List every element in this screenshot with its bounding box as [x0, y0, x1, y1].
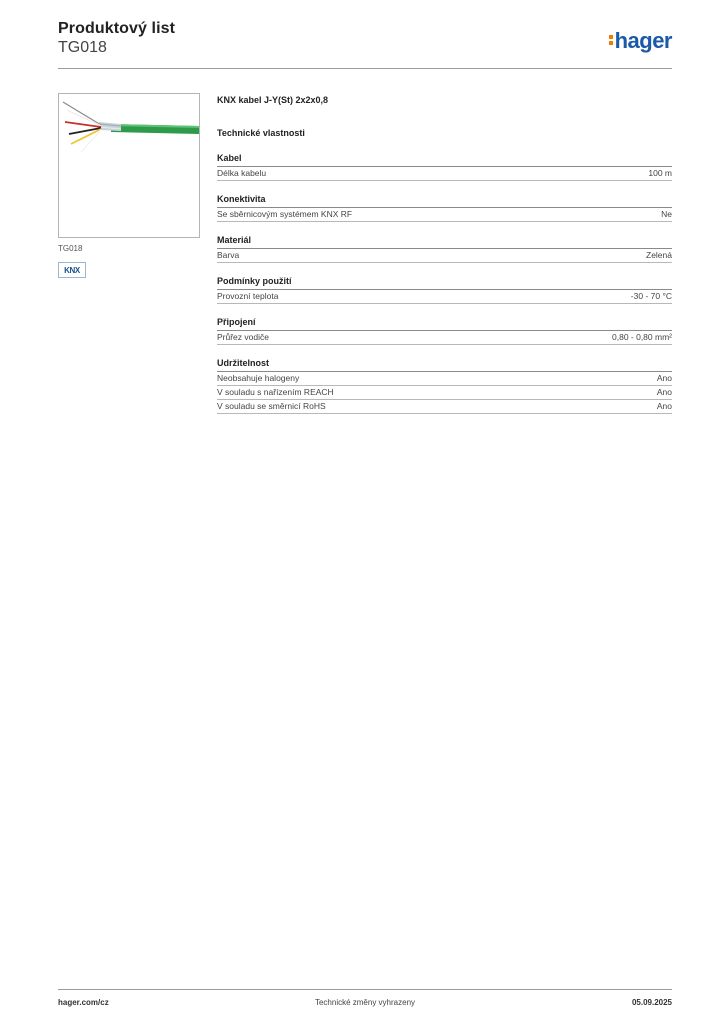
property-value: Ano [656, 401, 672, 411]
hager-logo: hager [608, 28, 673, 54]
property-value: Ne [661, 209, 672, 219]
footer-date: 05.09.2025 [631, 998, 672, 1007]
property-label: Délka kabelu [217, 168, 267, 178]
property-label: Barva [217, 250, 240, 260]
property-value: Ano [656, 387, 672, 397]
property-value: Zelená [646, 250, 672, 260]
group-title: Konektivita [217, 181, 672, 208]
page-header: Produktový list TG018 hager [58, 20, 673, 68]
property-row: Délka kabelu 100 m [217, 167, 672, 181]
cable-illustration [62, 101, 199, 153]
footer-note: Technické změny vyhrazeny [314, 998, 416, 1007]
property-label: Průřez vodiče [217, 332, 269, 342]
property-value: 100 m [648, 168, 672, 178]
group-title: Připojení [217, 304, 672, 331]
product-image [58, 93, 200, 238]
document-title: Produktový list [58, 20, 176, 37]
product-ref-label: TG018 [58, 244, 83, 253]
property-label: V souladu se směrnicí RoHS [217, 401, 326, 411]
knx-badge-text: KNX [64, 265, 80, 275]
property-row: Neobsahuje halogeny Ano [217, 372, 672, 386]
technical-properties-heading: Technické vlastnosti [217, 128, 305, 138]
product-name: KNX kabel J-Y(St) 2x2x0,8 [217, 95, 329, 105]
property-row: Barva Zelená [217, 249, 672, 263]
knx-certification-icon: KNX [58, 262, 86, 278]
property-row: Provozní teplota -30 - 70 °C [217, 290, 672, 304]
logo-text: hager [614, 28, 673, 53]
group-title: Materiál [217, 222, 672, 249]
property-value: 0,80 - 0,80 mm² [612, 332, 672, 342]
footer-divider [58, 989, 672, 990]
group-title: Udržitelnost [217, 345, 672, 372]
property-value: Ano [656, 373, 672, 383]
property-row: Průřez vodiče 0,80 - 0,80 mm² [217, 331, 672, 345]
group-title: Podmínky použití [217, 263, 672, 290]
property-label: V souladu s nařízením REACH [217, 387, 334, 397]
logo-dots-icon [608, 33, 613, 47]
product-code: TG018 [58, 39, 107, 56]
property-label: Se sběrnicovým systémem KNX RF [217, 209, 353, 219]
product-details: KNX kabel J-Y(St) 2x2x0,8 Technické vlas… [217, 95, 672, 414]
property-row: V souladu se směrnicí RoHS Ano [217, 400, 672, 414]
property-label: Neobsahuje halogeny [217, 373, 300, 383]
group-title: Kabel [217, 140, 672, 167]
property-row: Se sběrnicovým systémem KNX RF Ne [217, 208, 672, 222]
property-value: -30 - 70 °C [630, 291, 672, 301]
header-divider [58, 68, 672, 69]
property-label: Provozní teplota [217, 291, 279, 301]
property-row: V souladu s nařízením REACH Ano [217, 386, 672, 400]
footer-website: hager.com/cz [58, 998, 109, 1007]
